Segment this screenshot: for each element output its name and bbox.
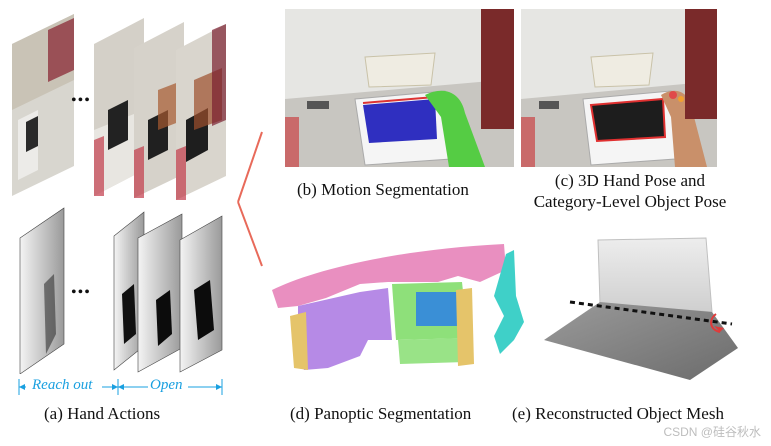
- caption-d: (d) Panoptic Segmentation: [290, 404, 472, 423]
- rgb-frame-stack: [12, 14, 226, 200]
- caption-e: (e) Reconstructed Object Mesh: [512, 404, 724, 423]
- hand-pose-image: [521, 9, 717, 167]
- phase-timeline: [18, 379, 223, 395]
- caption-c: (c) 3D Hand Pose and Category-Level Obje…: [514, 170, 746, 212]
- hinge-axis: [569, 300, 733, 326]
- reconstructed-mesh-image: [544, 237, 738, 380]
- rgb-ellipsis: •••: [71, 92, 91, 109]
- rgb-frame-2: [94, 18, 144, 196]
- depth-frame-stack: [19, 207, 223, 374]
- depth-frame-4: [179, 215, 223, 373]
- caption-c-line2: Category-Level Object Pose: [533, 192, 727, 211]
- caption-c-line1: (c) 3D Hand Pose and: [554, 171, 706, 190]
- depth-frame-1: [19, 207, 65, 374]
- motion-segmentation-image: [285, 9, 514, 167]
- rgb-frame-1: [12, 14, 74, 196]
- phase-reach-label: Reach out: [32, 377, 93, 393]
- caption-a: (a) Hand Actions: [44, 404, 161, 423]
- rotation-arrow-icon: [710, 313, 721, 333]
- caption-b: (b) Motion Segmentation: [297, 180, 469, 199]
- panoptic-segmentation-image: [272, 244, 524, 370]
- phase-open-label: Open: [150, 377, 183, 393]
- depth-ellipsis: •••: [71, 284, 91, 301]
- depth-frame-3: [137, 213, 183, 373]
- rgb-frame-4: [176, 24, 226, 200]
- watermark: CSDN @硅谷秋水: [663, 425, 761, 439]
- connector-lines: [237, 131, 263, 267]
